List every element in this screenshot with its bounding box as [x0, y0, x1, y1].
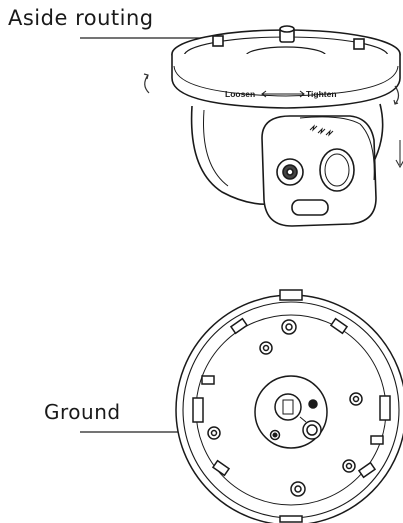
rotation-arrow-left — [143, 73, 150, 94]
camera-head — [261, 115, 377, 227]
mount-base-top-view — [175, 289, 403, 523]
mount-hole-lower-right — [342, 459, 356, 473]
mount-hole-left — [207, 426, 221, 440]
dome-camera — [171, 25, 401, 227]
mount-hole-upper-left — [259, 341, 273, 355]
down-arrow — [395, 140, 403, 169]
dome-body — [190, 105, 273, 206]
double-arrow-icon — [261, 90, 305, 98]
tighten-label: Tighten — [306, 89, 337, 99]
cable-connector — [302, 420, 322, 440]
aside-routing-label: Aside routing — [8, 6, 154, 30]
mount-hole-bottom — [290, 481, 306, 497]
mount-base-band — [171, 54, 401, 109]
loosen-label: Loosen — [225, 89, 255, 99]
mount-hole-right — [349, 392, 363, 406]
mount-hole-top — [281, 319, 297, 335]
ground-label: Ground — [44, 400, 121, 424]
ir-window — [291, 199, 329, 216]
rotation-arrow-right — [393, 85, 400, 105]
